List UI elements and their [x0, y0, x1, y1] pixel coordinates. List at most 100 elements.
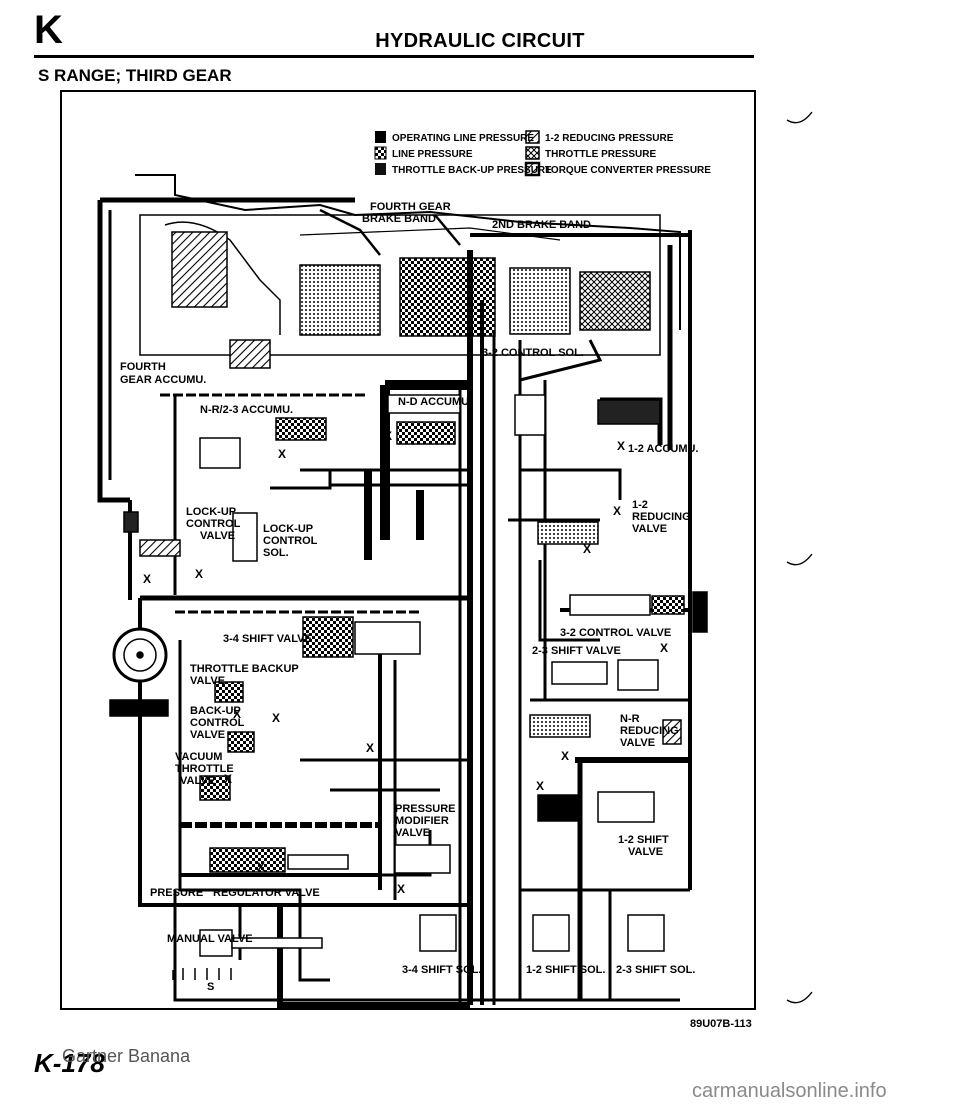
transmission-housing	[135, 174, 681, 369]
shift-valve-2-3	[551, 661, 608, 685]
label-n-r-reducing-line3: VALVE	[620, 737, 655, 749]
drain-mark: X	[561, 749, 569, 763]
diagram-frame	[60, 90, 756, 1010]
label-backup-control-line1: BACK-UP	[190, 705, 241, 717]
label-1-2-shift-line2: VALVE	[628, 846, 663, 858]
label-3-2-control-sol: 3-2 CONTROL SOL.	[482, 347, 584, 359]
label-lockup-sol-line3: SOL.	[263, 547, 289, 559]
legend-label: 1-2 REDUCING PRESSURE	[545, 133, 674, 144]
drain-mark: X	[660, 641, 668, 655]
label-3-4-shift-valve: 3-4 SHIFT VALVE	[223, 633, 312, 645]
watermark-right: carmanualsonline.info	[692, 1080, 887, 1102]
shift-solenoid-1-2	[532, 914, 570, 952]
label-fourth-gear: FOURTH GEAR	[370, 201, 451, 213]
page-number: K-178	[34, 1048, 105, 1078]
drain-mark: X	[397, 882, 405, 896]
label-n-r-reducing-line2: REDUCING	[620, 725, 679, 737]
label-1-2-reducing-line2: REDUCING	[632, 511, 691, 523]
label-n-r-2-3-accumu: N-R/2-3 ACCUMU.	[200, 404, 293, 416]
drain-mark: X	[617, 439, 625, 453]
drain-mark: X	[195, 567, 203, 581]
label-gear-accumu: GEAR ACCUMU.	[120, 374, 206, 386]
valve-components	[109, 394, 708, 957]
reducing-valve-1-2	[537, 521, 599, 545]
n-d-accumulator	[396, 421, 456, 445]
drain-mark: X	[384, 429, 392, 443]
label-1-2-shift-sol: 1-2 SHIFT SOL.	[526, 964, 605, 976]
shift-solenoid-2-3	[627, 914, 665, 952]
drain-mark: X	[583, 542, 591, 556]
legend-swatch-reducing	[525, 130, 540, 144]
diagram-subtitle: S RANGE; THIRD GEAR	[38, 66, 232, 85]
label-pressure-regulator-line1: PRESURE	[150, 887, 203, 899]
label-vacuum-throttle-line3: VALVE	[180, 775, 215, 787]
drain-mark: X	[536, 779, 544, 793]
page-title: HYDRAULIC CIRCUIT	[375, 30, 585, 52]
component-labels: FOURTH GEAR BRAKE BAND 2ND BRAKE BAND FO…	[120, 201, 699, 993]
legend-swatch-throttle	[525, 146, 540, 160]
drain-mark: X	[257, 860, 265, 874]
drain-mark: X	[366, 741, 374, 755]
label-throttle-backup-line2: VALVE	[190, 675, 225, 687]
margin-marks	[786, 111, 813, 1004]
label-pressure-modifier-line1: PRESSURE	[395, 803, 456, 815]
label-pressure-modifier-line2: MODIFIER	[395, 815, 449, 827]
reference-code: 89U07B-113	[690, 1018, 752, 1030]
legend-label: THROTTLE BACK-UP PRESSURE	[392, 165, 552, 176]
label-backup-control-line3: VALVE	[190, 729, 225, 741]
label-backup-control-line2: CONTROL	[190, 717, 245, 729]
drain-mark: X	[278, 447, 286, 461]
label-vacuum-throttle-line1: VACUUM	[175, 751, 222, 763]
label-n-r-reducing-line1: N-R	[620, 713, 640, 725]
label-vacuum-throttle-line2: THROTTLE	[175, 763, 234, 775]
label-3-4-shift-sol: 3-4 SHIFT SOL.	[402, 964, 481, 976]
drain-mark: X	[224, 772, 232, 786]
drain-mark: X	[233, 707, 241, 721]
label-1-2-reducing-line1: 1-2	[632, 499, 648, 511]
label-lockup-line1: LOCK-UP	[186, 506, 236, 518]
label-pressure-modifier-line3: VALVE	[395, 827, 430, 839]
section-letter: K	[34, 8, 63, 52]
legend-swatch-throttle-backup	[375, 163, 386, 175]
drain-mark: X	[613, 504, 621, 518]
drain-mark: X	[272, 711, 280, 725]
manual-valve-scale	[172, 968, 232, 980]
label-lockup-line3: VALVE	[200, 530, 235, 542]
throttle-backup-valve	[214, 681, 244, 703]
label-brake-band: BRAKE BAND	[362, 213, 436, 225]
legend-label: TORQUE CONVERTER PRESSURE	[545, 165, 711, 176]
drain-mark: X	[143, 572, 151, 586]
label-2-3-shift-sol: 2-3 SHIFT SOL.	[616, 964, 695, 976]
n-r-reducing-valve	[529, 714, 591, 738]
shift-valve-1-2	[537, 794, 579, 822]
legend-label: OPERATING LINE PRESSURE	[392, 133, 534, 144]
label-throttle-backup-line1: THROTTLE BACKUP	[190, 663, 299, 675]
lockup-solenoid	[232, 512, 258, 562]
accumulator-spring	[275, 417, 327, 441]
label-lockup-sol-line1: LOCK-UP	[263, 523, 313, 535]
label-manual-valve: MANUAL VALVE	[167, 933, 253, 945]
label-1-2-accumu: 1-2 ACCUMU.	[628, 443, 699, 455]
label-n-d-accumu: N-D ACCUMU.	[398, 396, 472, 408]
legend-swatch-operating	[375, 131, 386, 143]
label-1-2-shift-line1: 1-2 SHIFT	[618, 834, 669, 846]
pressure-regulator-valve	[209, 847, 286, 873]
pressure-modifier-valve	[394, 844, 451, 874]
label-manual-valve-s: S	[207, 981, 214, 993]
label-lockup-sol-line2: CONTROL	[263, 535, 318, 547]
label-fourth: FOURTH	[120, 361, 166, 373]
label-1-2-reducing-line3: VALVE	[632, 523, 667, 535]
legend-swatch-line	[374, 146, 387, 160]
legend-label: THROTTLE PRESSURE	[545, 149, 656, 160]
label-pressure-regulator-line2: REGULATOR VALVE	[213, 887, 320, 899]
label-2nd-brake-band: 2ND BRAKE BAND	[492, 219, 591, 231]
backup-control-valve	[227, 731, 255, 753]
n-r-2-3-accumulator	[199, 437, 241, 469]
watermark-left: Gartner Banana	[62, 1046, 191, 1066]
control-valve-3-2	[569, 594, 651, 616]
accumulator-1-2	[597, 399, 661, 425]
drain-marks: X X X X X X X X X X X X X X X X	[143, 429, 668, 896]
shift-valve-3-4	[302, 616, 354, 658]
label-2-3-shift-valve: 2-3 SHIFT VALVE	[532, 645, 621, 657]
